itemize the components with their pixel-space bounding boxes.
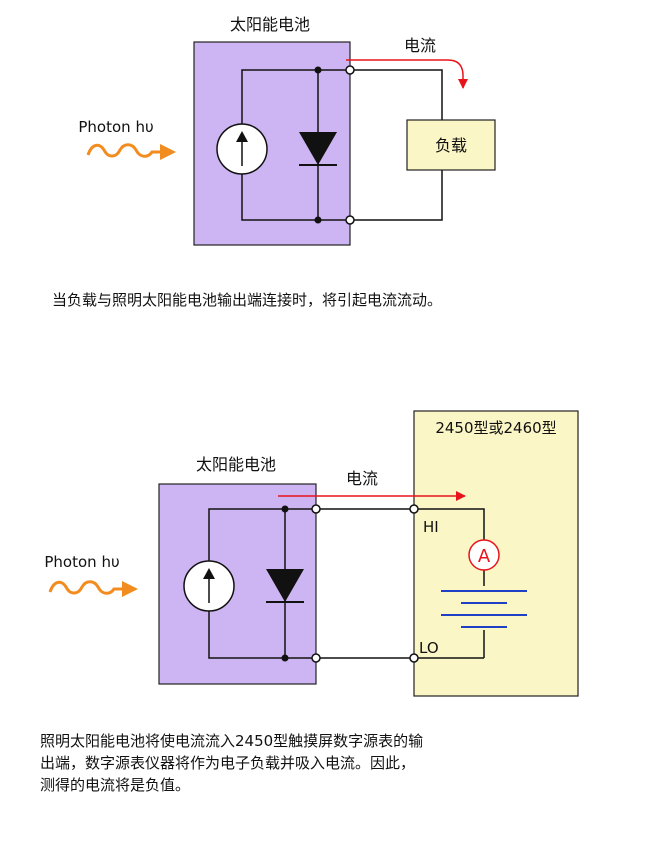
ammeter-icon xyxy=(468,539,500,571)
diode-icon xyxy=(266,569,304,603)
junction-dot xyxy=(281,505,289,513)
terminal-top xyxy=(311,504,321,514)
lo-label: LO xyxy=(419,639,439,657)
load-label: 负载 xyxy=(435,136,467,155)
terminal-top xyxy=(345,65,355,75)
caption-1: 当负载与照明太阳能电池输出端连接时，将引起电流流动。 xyxy=(52,291,443,309)
external-wiring xyxy=(316,508,485,659)
solar-cell-diagrams: 太阳能电池 负载 电流 Photon hυ xyxy=(44,15,579,697)
photon-wave-icon xyxy=(48,580,138,597)
terminal-bottom xyxy=(311,653,321,663)
terminal-lo xyxy=(409,653,419,663)
junction-dot xyxy=(314,216,322,224)
caption-2-line: 出端，数字源表仪器将作为电子负载并吸入电流。因此， xyxy=(40,754,416,772)
diagram-1: 太阳能电池 负载 电流 Photon hυ xyxy=(78,15,496,246)
photon-label: Photon hυ xyxy=(44,553,119,571)
caption-2-line: 测得的电流将是负值。 xyxy=(40,776,191,794)
caption-2-line: 照明太阳能电池将使电流流入2450型触摸屏数字源表的输 xyxy=(40,732,424,750)
current-label: 电流 xyxy=(404,36,436,55)
current-source-arrow-icon xyxy=(203,568,215,603)
junction-dot xyxy=(314,66,322,74)
hi-label: HI xyxy=(423,518,439,536)
current-source-arrow-icon xyxy=(236,131,248,166)
photon-label: Photon hυ xyxy=(78,118,153,136)
photon-wave-icon xyxy=(86,143,176,160)
diode-icon xyxy=(299,132,337,166)
load-box xyxy=(406,119,496,171)
current-arrow-icon xyxy=(346,59,468,89)
cell-title: 太阳能电池 xyxy=(230,15,310,34)
diagram-2: 2450型或2460型 太阳能电池 HI LO xyxy=(44,410,579,697)
cell-title: 太阳能电池 xyxy=(196,455,276,474)
caption-2: 照明太阳能电池将使电流流入2450型触摸屏数字源表的输 出端，数字源表仪器将作为… xyxy=(40,730,600,796)
external-wiring xyxy=(350,69,443,221)
ammeter-label: A xyxy=(478,546,491,567)
instrument-title: 2450型或2460型 xyxy=(435,419,556,437)
battery-icon xyxy=(441,590,527,628)
current-label: 电流 xyxy=(346,469,378,488)
terminal-bottom xyxy=(345,215,355,225)
junction-dot xyxy=(281,654,289,662)
terminal-hi xyxy=(409,504,419,514)
